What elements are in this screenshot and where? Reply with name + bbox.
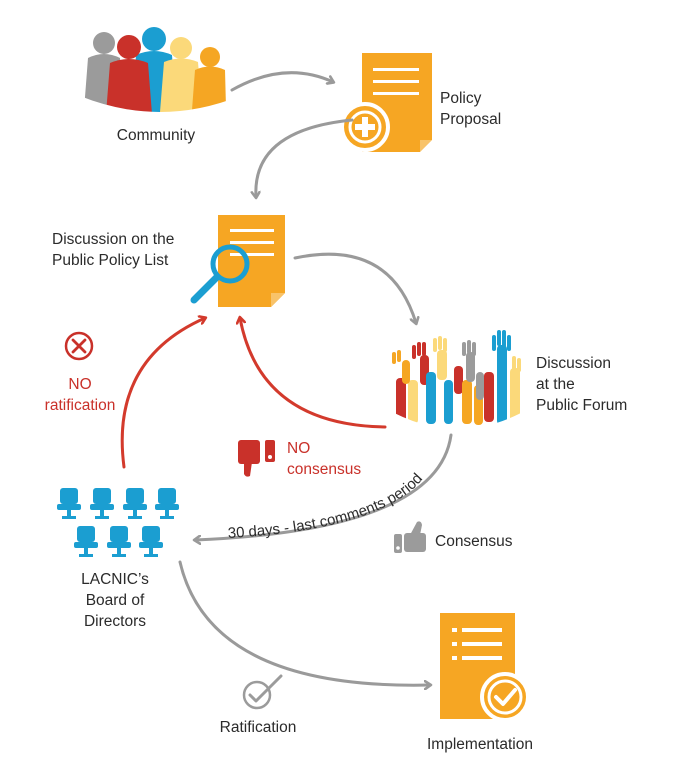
node-label-implementation: Implementation — [427, 736, 533, 753]
community-icon — [80, 27, 240, 130]
arrow-no-consensus — [240, 318, 387, 429]
policy-proposal-icon — [340, 53, 432, 152]
ratification-check-icon — [242, 674, 283, 710]
edge-label-consensus: Consensus — [435, 533, 513, 550]
node-label-discussion-list: Discussion on the Public Policy List — [52, 231, 175, 269]
edge-label-last-comments: 30 days - last comments period — [227, 470, 426, 542]
thumbs-down-icon — [238, 440, 275, 477]
edge-label-no-ratification: NO ratification — [44, 376, 116, 414]
arrow-community-to-proposal — [230, 71, 333, 92]
implementation-icon — [440, 613, 530, 722]
edge-label-no-consensus: NO consensus — [287, 440, 362, 478]
arrow-forum-to-board — [195, 433, 453, 540]
node-label-forum: Discussion at the Public Forum — [536, 355, 628, 414]
arrow-discussion-to-forum — [293, 252, 416, 323]
arrow-board-to-implementation — [178, 560, 430, 685]
arrow-no-ratification — [120, 318, 205, 469]
discussion-list-icon — [190, 215, 285, 307]
node-label-proposal: Policy Proposal — [440, 90, 502, 128]
public-forum-icon — [385, 330, 530, 440]
board-chairs-icon — [57, 488, 179, 557]
no-ratification-x-icon — [64, 331, 94, 361]
node-label-community: Community — [116, 127, 196, 144]
thumbs-up-icon — [394, 521, 426, 553]
arrow-proposal-to-discussion — [256, 118, 354, 197]
node-label-ratification: Ratification — [219, 719, 297, 736]
node-label-board: LACNIC’s Board of Directors — [81, 571, 149, 630]
